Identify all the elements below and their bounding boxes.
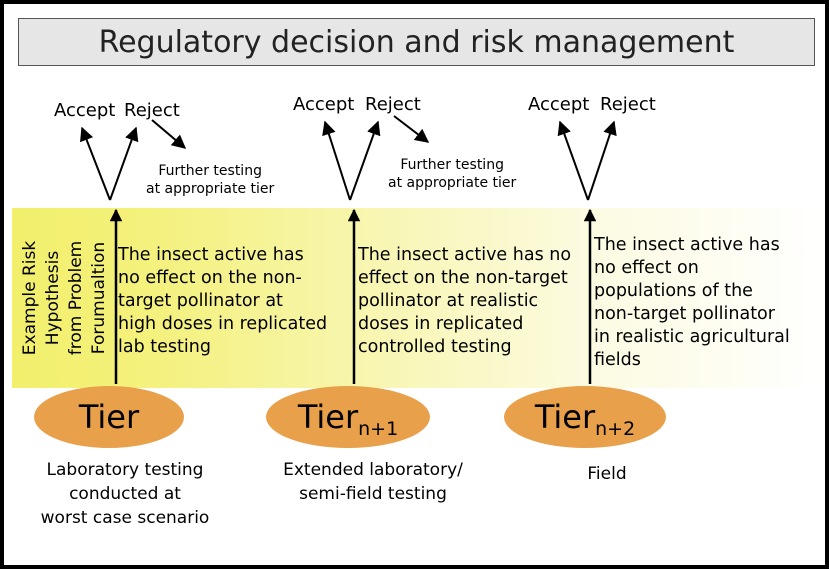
tier-1-hypothesis: The insect active has no effect on the n…: [118, 245, 328, 357]
tier-3-hypothesis: The insect active has no effect on popul…: [594, 235, 790, 370]
hypothesis-band: [12, 208, 825, 388]
tier-1-further-testing: Further testing at appropriate tier: [146, 163, 275, 197]
tier-1-accept-label: Accept: [54, 100, 116, 121]
tier-1-accept-arrow: [80, 126, 111, 201]
tier-2-further-arrow: [393, 115, 430, 143]
tier-3-label: Tier: [534, 398, 596, 436]
tier-1-reject-label: Reject: [124, 100, 180, 121]
tier-1-label: Tier: [78, 398, 140, 436]
tier-1-reject-arrow: [109, 126, 139, 201]
tier-3-reject-label: Reject: [600, 94, 656, 115]
tier-2-description: Extended laboratory/ semi-field testing: [283, 460, 463, 504]
tier-2-label: Tier: [297, 398, 359, 436]
tier-2-accept-label: Accept: [293, 94, 355, 115]
tier-2-hypothesis: The insect active has no effect on the n…: [358, 245, 572, 357]
tier-3-accept-label: Accept: [528, 94, 590, 115]
tier-1-oval: Tier: [34, 386, 184, 448]
tier-1-further-arrow: [151, 119, 187, 149]
tier-1-description: Laboratory testing conducted at worst ca…: [40, 460, 210, 528]
tier-2-reject-arrow: [349, 120, 381, 201]
tier-2-subscript: n+1: [358, 418, 399, 440]
tier-3-reject-arrow: [587, 120, 617, 201]
tier-3-description: Field: [587, 464, 627, 484]
tier-2-further-testing: Further testing at appropriate tier: [388, 157, 517, 191]
tier-3-subscript: n+2: [595, 418, 636, 440]
tier-2-reject-label: Reject: [365, 94, 421, 115]
tier-3-accept-arrow: [557, 120, 589, 201]
tier-2-accept-arrow: [322, 120, 351, 201]
page-title: Regulatory decision and risk management: [18, 18, 815, 66]
